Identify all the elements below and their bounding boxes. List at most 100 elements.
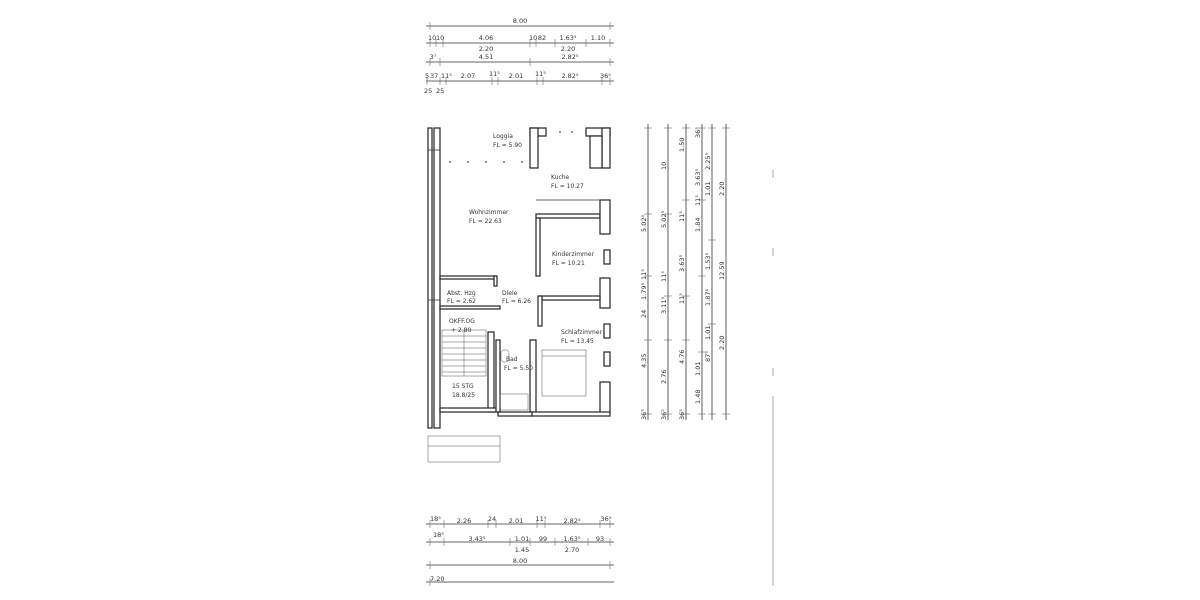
dim-right: 2.20	[718, 336, 726, 350]
dim-top: 2.01	[509, 72, 523, 80]
dim-bottom: 93	[596, 535, 604, 543]
dim-top: 5	[425, 72, 429, 80]
dim-right: 3.63⁵	[678, 255, 686, 272]
dim-right: 1.48	[694, 390, 702, 404]
dim-right: 1.01	[704, 182, 712, 196]
dim-top: 11⁵	[535, 70, 546, 78]
dim-top: 10	[428, 34, 436, 42]
dim-top: 2.82⁵	[561, 53, 578, 61]
room-area-bad: FL = 5.50	[504, 365, 533, 372]
dim-bottom: 24	[488, 515, 496, 523]
dim-top: 3⁷	[430, 53, 437, 61]
dim-right: 1.87⁵	[704, 289, 712, 306]
dim-right: 36⁵	[694, 127, 702, 138]
dim-right: 11⁵	[660, 271, 668, 282]
room-name-kueche: Kuche	[551, 174, 570, 181]
dim-right: 11⁵	[678, 293, 686, 304]
dim-right: 5.02⁵	[640, 215, 648, 232]
dim-right: 12.59	[718, 261, 726, 280]
dim-top: 2.20	[561, 45, 575, 53]
dim-top: 10	[529, 34, 537, 42]
dim-right: 3.11⁵	[660, 297, 668, 314]
dim-top: 4.06	[479, 34, 493, 42]
room-name-schlafzimmer: Schlafzimmer	[561, 329, 603, 336]
dim-right: 11⁵	[694, 195, 702, 206]
dim-bottom: 1.63⁵	[563, 535, 580, 543]
dim-right: 5.02⁵	[660, 211, 668, 228]
room-area-kueche: FL = 10.27	[551, 183, 584, 190]
dim-bottom: 3.43⁵	[468, 535, 485, 543]
dim-bottom: 1.45	[515, 546, 529, 554]
dim-right: 2.76	[660, 370, 668, 384]
dim-top-overall: 8.00	[513, 17, 527, 25]
dim-bottom: 2.01	[509, 517, 523, 525]
dim-bottom: 11⁵	[536, 515, 547, 523]
dim-right: 1.53⁵	[704, 253, 712, 270]
dim-right: 1.79⁵	[640, 283, 648, 300]
dim-top: 1.63⁵	[559, 34, 576, 42]
dim-bottom: 7.20	[430, 575, 444, 583]
dim-right: 1.50	[678, 138, 686, 152]
room-name-loggia: Loggia	[493, 133, 513, 140]
top-dimension-chains: 8.00 10 10 4.06 10 82 1.63⁵ 1.10 2.20 2.…	[424, 17, 614, 95]
dim-right: 36⁵	[660, 409, 668, 420]
dim-right: 1.84	[694, 218, 702, 232]
walls	[427, 127, 611, 463]
room-area-diele: FL = 6.26	[502, 298, 531, 305]
dim-bottom: 18⁵	[433, 531, 444, 539]
dim-top: 11⁵	[441, 72, 452, 80]
room-name-wohnzimmer: Wohnzimmer	[469, 209, 509, 216]
dim-top: 1.10	[591, 34, 605, 42]
dim-top: 82	[538, 34, 546, 42]
dim-top: 25	[424, 87, 432, 95]
stair-count: 15 STG	[452, 383, 474, 390]
room-name-bad: Bad	[506, 356, 518, 363]
right-dimension-chains: 24 1.79⁵ 11⁵ 5.02⁵ 4.35 36⁵ 10 5.02⁵ 11⁵…	[640, 124, 730, 420]
dim-right: 2.25⁵	[704, 153, 712, 170]
dim-top: 2.82⁵	[561, 72, 578, 80]
dim-right: 36⁵	[640, 409, 648, 420]
dim-bottom: 99	[539, 535, 547, 543]
dim-right: 10	[660, 162, 668, 170]
stair-ratio: 18.8/25	[452, 392, 475, 399]
bottom-dimension-chains: 18⁵ 2.26 24 2.01 11⁵ 2.82⁵ 36⁵ 18⁵ 3.43⁵…	[426, 515, 614, 586]
dim-top: 11⁵	[489, 70, 500, 78]
level-value-okff: + 2.80	[451, 327, 471, 334]
dim-bottom: 2.82⁵	[563, 517, 580, 525]
dim-bottom: 36⁵	[601, 515, 612, 523]
room-area-kinderzimmer: FL = 10.21	[552, 260, 585, 267]
dim-right: 11⁵	[640, 269, 648, 280]
room-name-diele: Diele	[502, 290, 518, 297]
dim-top: 2.07	[461, 72, 475, 80]
dim-right: 2.20	[718, 182, 726, 196]
dim-top: 10	[436, 34, 444, 42]
dim-right: 87⁵	[704, 351, 712, 362]
room-name-abst: Abst. Hzg	[447, 290, 476, 297]
dim-top: 4.51	[479, 53, 493, 61]
dim-bottom: 2.70	[565, 546, 579, 554]
dim-right: 3.63⁵	[694, 169, 702, 186]
dim-top: 2.20	[479, 45, 493, 53]
dim-bottom: 2.26	[457, 517, 471, 525]
dim-bottom-overall: 8.00	[513, 557, 527, 565]
dim-right: 36⁵	[678, 409, 686, 420]
dim-right: 4.35	[640, 354, 648, 368]
room-labels: Loggia FL = 5.90 Kuche FL = 10.27 Wohnzi…	[447, 133, 603, 399]
room-area-loggia: FL = 5.90	[493, 142, 522, 149]
dim-bottom: 18⁵	[430, 515, 441, 523]
room-name-kinderzimmer: Kinderzimmer	[552, 251, 595, 258]
dim-right: 4.76	[678, 350, 686, 364]
dim-top: 36⁵	[600, 72, 611, 80]
level-name-okff: OKFF.OG	[449, 318, 475, 325]
dim-top: 37	[430, 72, 438, 80]
dim-bottom: 1.01	[515, 535, 529, 543]
room-area-wohnzimmer: FL = 22.63	[469, 218, 502, 225]
room-area-abst: FL = 2.62	[447, 298, 476, 305]
room-area-schlafzimmer: FL = 13.45	[561, 338, 594, 345]
dim-right: 1.01	[694, 362, 702, 376]
dim-right: 24	[640, 310, 648, 318]
dim-right: 11⁵	[678, 211, 686, 222]
dim-top: 25	[436, 87, 444, 95]
dim-right: 1.01	[704, 326, 712, 340]
